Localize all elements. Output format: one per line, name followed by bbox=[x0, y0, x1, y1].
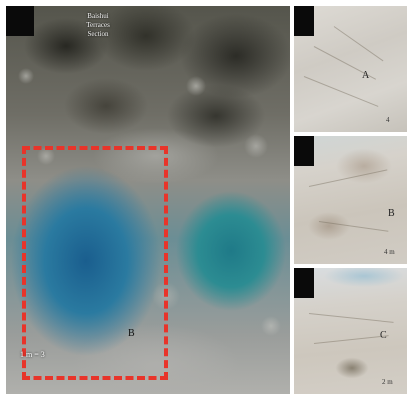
highlight-region-box bbox=[22, 146, 168, 380]
panel-c-scale: 2 m bbox=[382, 378, 393, 386]
surface-streak bbox=[308, 169, 388, 187]
panel-corner-tab bbox=[294, 6, 314, 36]
aerial-photo-panel: Baishui Terraces Section B 1 m = 3 bbox=[6, 6, 290, 394]
photo-panel-b: B 4 m bbox=[294, 136, 407, 264]
panel-letter-b: B bbox=[388, 208, 395, 219]
panel-corner-tab bbox=[294, 136, 314, 166]
panel-letter-a: A bbox=[362, 70, 370, 81]
terrain-texture bbox=[6, 6, 290, 394]
panel-letter-c: C bbox=[380, 330, 387, 341]
legend-line-1: Baishui bbox=[87, 12, 109, 20]
legend-line-3: Section bbox=[87, 30, 109, 38]
image-legend: Baishui Terraces Section bbox=[66, 12, 130, 48]
panel-b-scale: 4 m bbox=[384, 248, 395, 256]
panel-corner-tab bbox=[294, 268, 314, 298]
scale-bar-label: 1 m = 3 bbox=[20, 350, 45, 359]
legend-line-2: Terraces bbox=[86, 21, 110, 29]
photo-panel-a: A 4 bbox=[294, 6, 407, 132]
surface-streak bbox=[313, 335, 389, 344]
panel-corner-tab bbox=[6, 6, 34, 36]
photo-panel-c: C 2 m bbox=[294, 268, 407, 394]
surface-streak bbox=[318, 221, 389, 232]
surface-streak bbox=[333, 26, 384, 62]
panel-a-scale: 4 bbox=[386, 116, 390, 124]
surface-streak bbox=[308, 313, 394, 323]
region-label: B bbox=[128, 328, 135, 339]
